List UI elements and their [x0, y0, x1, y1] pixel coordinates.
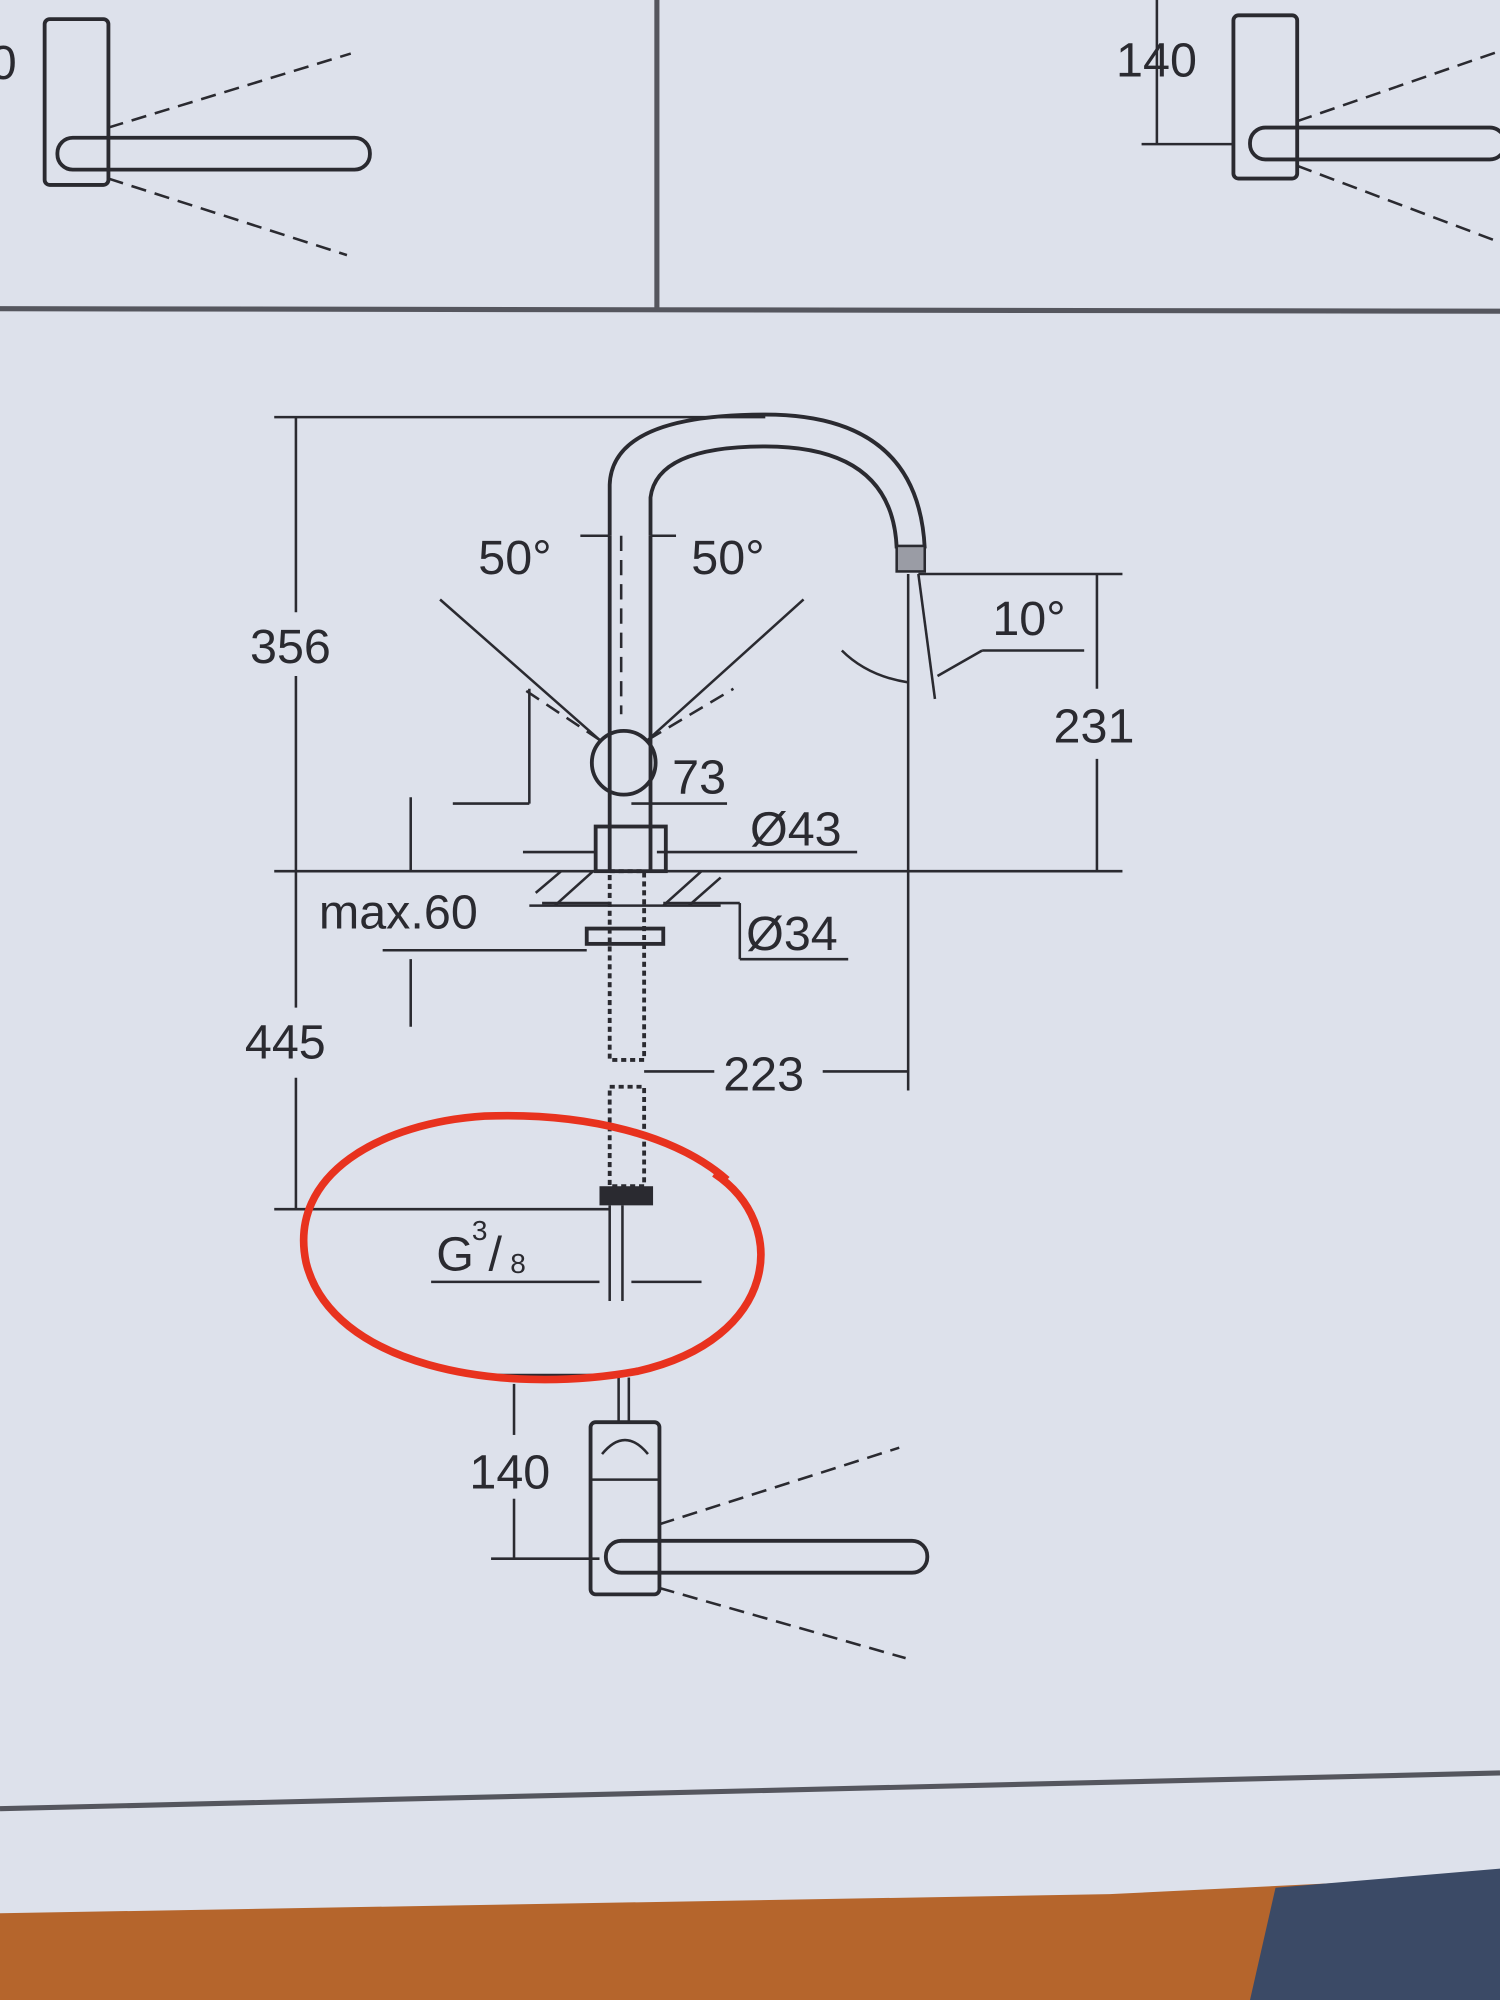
dim-d43-label: Ø43: [750, 803, 842, 857]
dim-445-label: 445: [245, 1016, 326, 1070]
red-highlight-circle: [300, 1111, 765, 1384]
dim-223-label: 223: [723, 1048, 804, 1102]
background-object: [1250, 1868, 1500, 2000]
top-right-lever-view: 140: [1116, 0, 1500, 244]
partial-dimension-label: 0: [0, 36, 17, 90]
bottom-lever-view: [588, 1377, 930, 1660]
dim-10-deg-label: 10°: [992, 592, 1065, 646]
dimension-lines: [274, 415, 1123, 1560]
dim-50-left-label: 50°: [478, 531, 551, 585]
dim-connection-label: G: [436, 1227, 474, 1281]
dim-connection-numerator: 3: [472, 1215, 488, 1246]
faucet-elevation: [439, 412, 927, 1302]
top-divider-line: [0, 306, 1500, 314]
svg-text:/: /: [489, 1227, 503, 1281]
dim-356-label: 356: [250, 620, 331, 674]
dim-d34-label: Ø34: [746, 907, 838, 961]
top-left-lever-view: 0: [0, 17, 372, 257]
dim-73-label: 73: [672, 750, 726, 804]
paper-sheet: [0, 0, 1500, 1914]
lever-pivot: [589, 728, 658, 797]
bottom-divider-line: [0, 1770, 1500, 1812]
dim-connection-denominator: 8: [510, 1248, 526, 1279]
dim-231-label: 231: [1054, 699, 1135, 753]
dim-50-right-label: 50°: [691, 531, 764, 585]
dim-140-label: 140: [469, 1446, 550, 1500]
dim-max60-label: max.60: [319, 886, 478, 940]
top-right-140-label: 140: [1116, 34, 1197, 88]
